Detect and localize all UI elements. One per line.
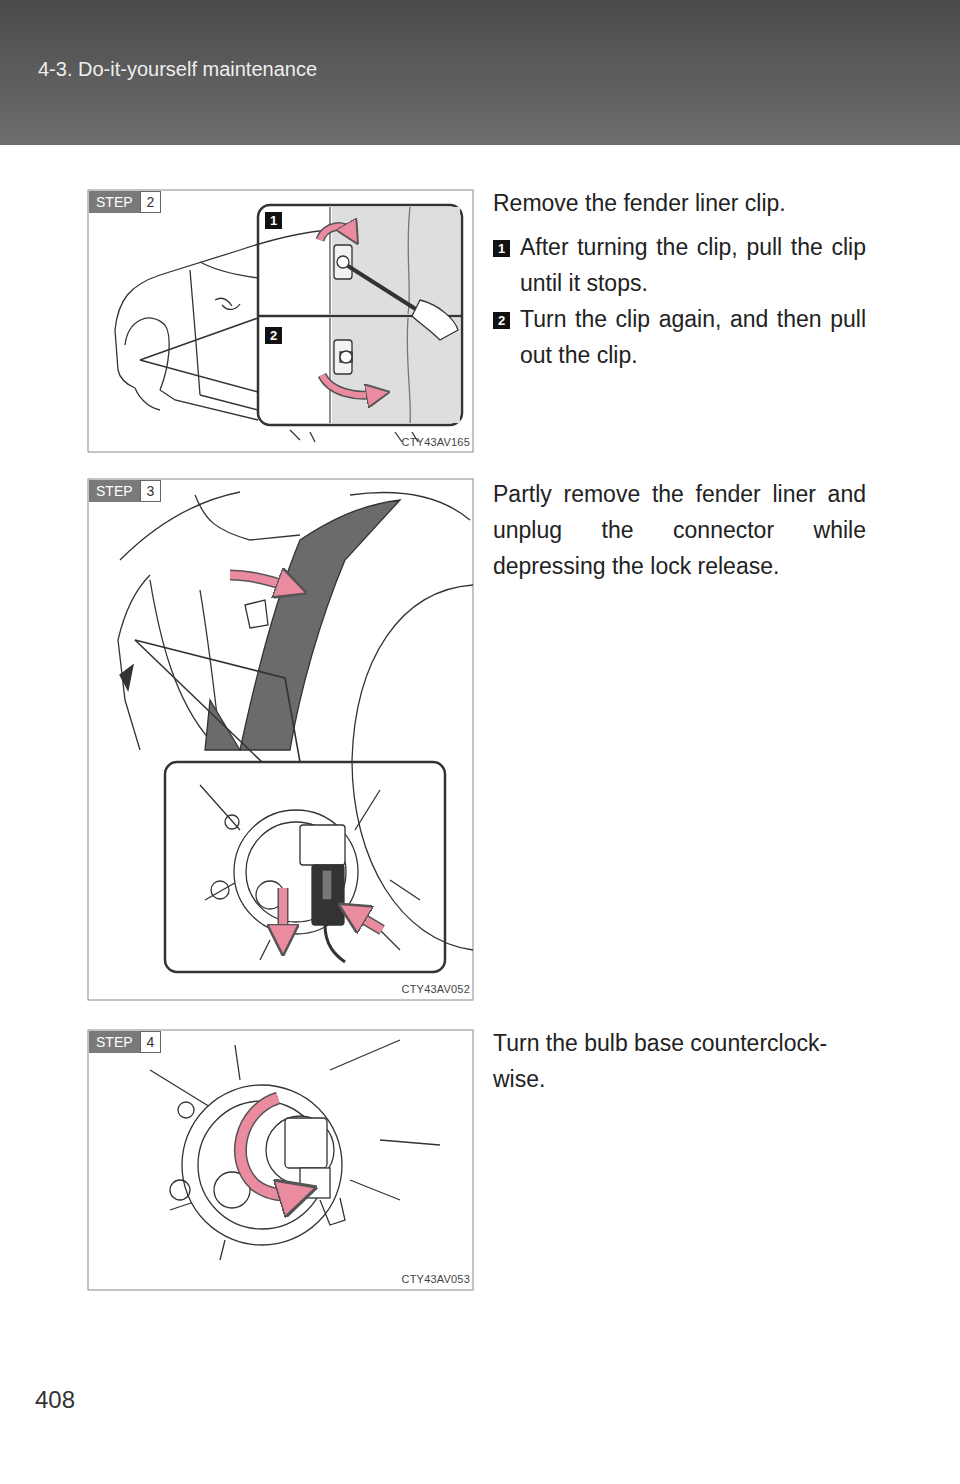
- header-band: [0, 0, 960, 145]
- callout-number: 1: [493, 240, 510, 257]
- callout-number: 1: [265, 212, 282, 229]
- step-tab: STEP3: [89, 480, 161, 502]
- substep-text: After turning the clip, pull the clip un…: [520, 229, 866, 301]
- figure-code: CTY43AV052: [380, 983, 470, 995]
- step2-figure: [88, 190, 473, 452]
- step-word: STEP: [89, 191, 140, 213]
- callout-number: 2: [493, 312, 510, 329]
- step-number: 3: [140, 480, 162, 502]
- step-instruction: Partly remove the fender liner and unplu…: [493, 476, 866, 584]
- step4-figure: [88, 1030, 473, 1290]
- substep-text: Turn the clip again, and then pull out t…: [520, 301, 866, 373]
- step-tab: STEP4: [89, 1031, 161, 1053]
- section-header: 4-3. Do-it-yourself maintenance: [38, 58, 317, 81]
- step-word: STEP: [89, 1031, 140, 1053]
- step3-figure: [88, 479, 473, 1000]
- step-number: 4: [140, 1031, 162, 1053]
- figure-code: CTY43AV165: [380, 436, 470, 448]
- step-word: STEP: [89, 480, 140, 502]
- page-number: 408: [35, 1386, 75, 1414]
- step-number: 2: [140, 191, 162, 213]
- step-instruction: Remove the fender liner clip.: [493, 185, 866, 221]
- figure-code: CTY43AV053: [380, 1273, 470, 1285]
- step-tab: STEP2: [89, 191, 161, 213]
- step-instruction: Turn the bulb base counterclock- wise.: [493, 1025, 866, 1097]
- callout-number: 2: [265, 327, 282, 344]
